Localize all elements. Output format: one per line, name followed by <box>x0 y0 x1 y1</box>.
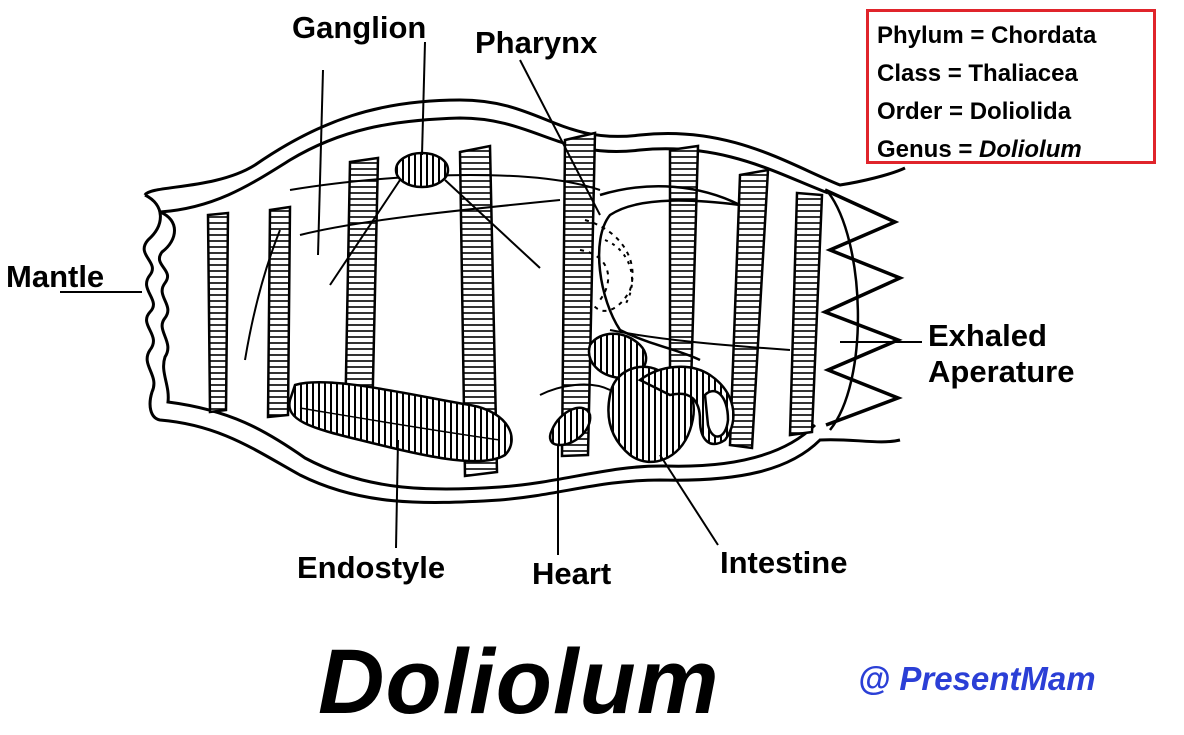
exhaled-aperture-shape <box>820 188 905 431</box>
intestine-shape <box>587 332 735 464</box>
endostyle-shape <box>288 381 513 463</box>
label-aperature: Aperature <box>928 354 1074 389</box>
taxonomy-class: Class = Thaliacea <box>877 60 1078 87</box>
taxonomy-phylum: Phylum = Chordata <box>877 22 1097 49</box>
taxonomy-genus-name: Doliolum <box>979 136 1082 163</box>
taxonomy-box: Phylum = Chordata Class = Thaliacea Orde… <box>866 9 1156 164</box>
credit-watermark: @ PresentMam <box>858 660 1096 697</box>
intestine-leader <box>659 454 719 546</box>
label-endostyle: Endostyle <box>297 550 445 585</box>
endostyle-leader <box>395 439 399 549</box>
label-exhaled: Exhaled <box>928 318 1047 353</box>
pharynx-region <box>244 173 791 396</box>
label-heart: Heart <box>532 556 611 591</box>
label-pharynx: Pharynx <box>475 25 598 60</box>
taxonomy-genus-prefix: Genus = <box>877 136 980 163</box>
muscle-bands <box>206 131 824 478</box>
label-ganglion: Ganglion <box>292 10 426 45</box>
label-mantle: Mantle <box>6 259 104 294</box>
heart-shape <box>548 406 592 447</box>
leader-lines <box>60 41 922 555</box>
ganglion-leader-2 <box>317 69 324 256</box>
body-outline <box>142 98 906 504</box>
label-intestine: Intestine <box>720 545 847 580</box>
pharynx-leader <box>519 59 601 216</box>
taxonomy-order: Order = Doliolida <box>877 98 1072 125</box>
ganglion-leader <box>421 41 426 156</box>
diagram-title: Doliolum <box>318 631 720 733</box>
taxonomy-genus: Genus = Doliolum <box>877 131 1153 169</box>
